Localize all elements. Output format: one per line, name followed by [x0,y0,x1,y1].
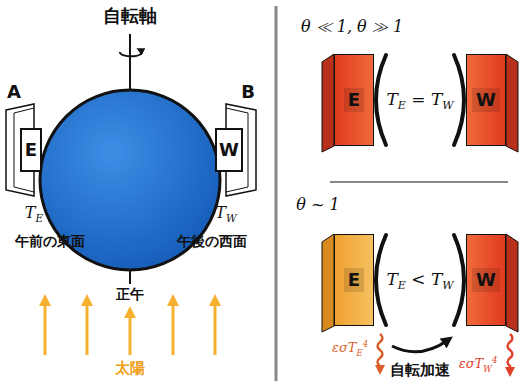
west-panel: W [466,234,506,326]
face-caption: 午後の西面 [177,234,247,249]
sun-label: 太陽 [115,360,145,377]
axis-title: 自転軸 [103,6,157,26]
east-panel: E [334,54,374,146]
temperature-relation: TE < TW [386,270,453,293]
face-letter: W [472,268,500,292]
spin-up-label: 自転加速 [390,362,450,379]
emission-label: εσTE4 [332,340,368,358]
panel-label: B [241,82,255,102]
temperature: TE [25,204,43,225]
face-letter: E [25,141,37,159]
face-letter: E [344,88,364,112]
west-face: W [215,128,243,172]
panel-label: A [7,82,21,102]
face-letter: W [219,141,239,159]
emission-label: εσTW4 [459,356,498,374]
noon-caption: 正午 [116,287,144,302]
temperature: TW [215,204,236,225]
temperature-relation: TE = TW [386,90,453,113]
face-caption: 午前の東面 [15,234,85,249]
face-letter: W [472,88,500,112]
east-face: E [20,128,42,172]
east-panel: E [334,234,374,326]
regime-label: θ ~ 1 [296,196,339,214]
regime-label: θ ≪ 1, θ ≫ 1 [301,18,403,36]
face-letter: E [344,268,364,292]
west-panel: W [466,54,506,146]
